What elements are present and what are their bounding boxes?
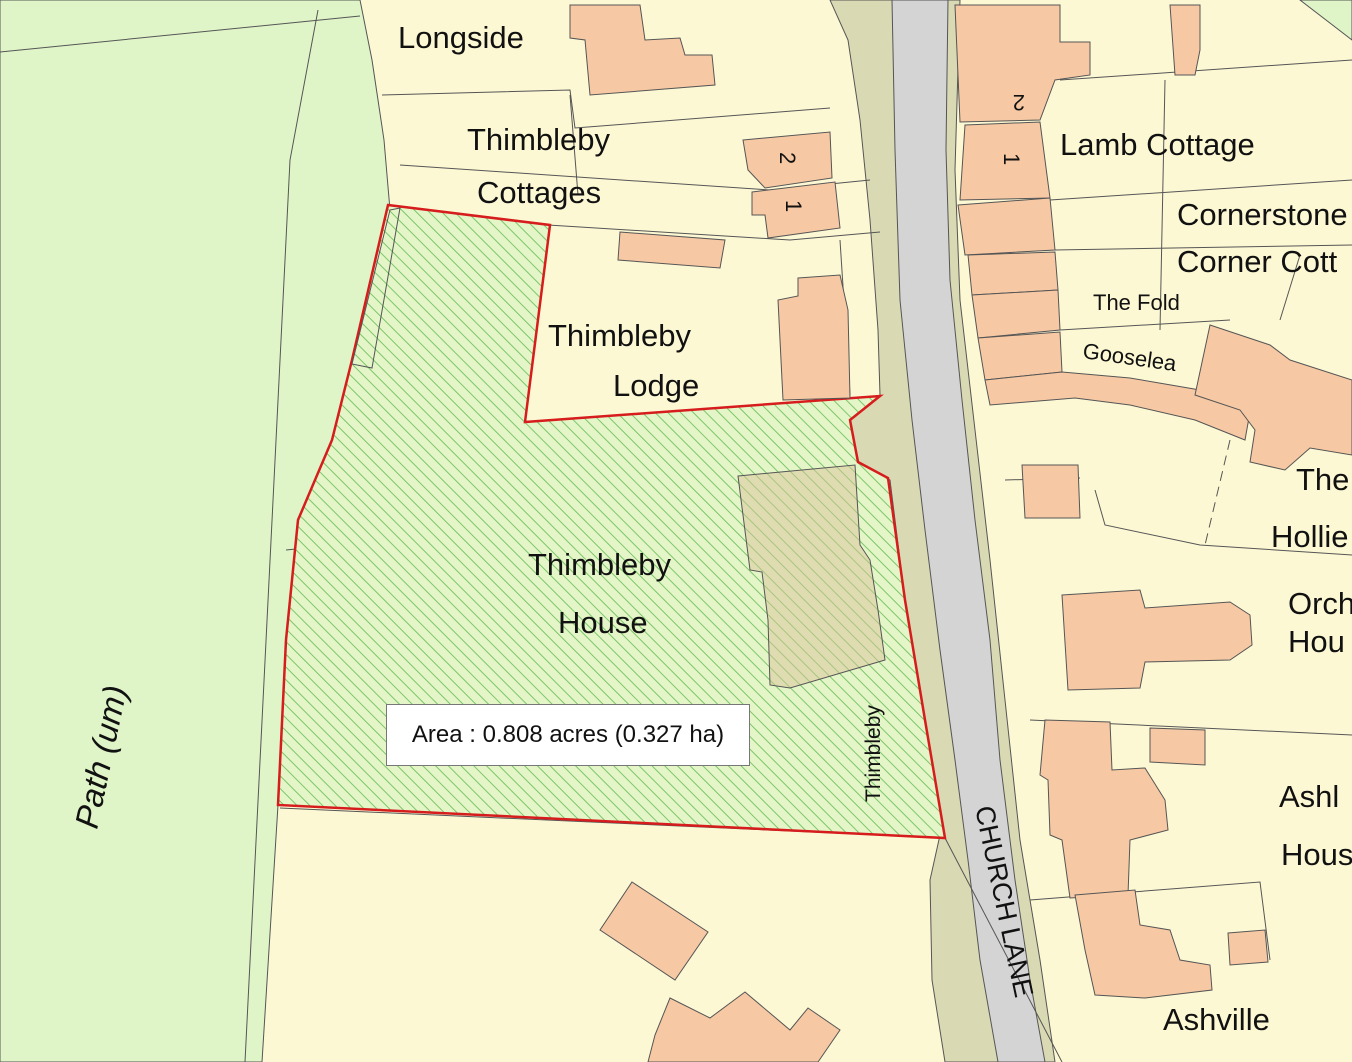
area-measurement-label: Area : 0.808 acres (0.327 ha) [386, 704, 750, 766]
label-thimbleby-lodge-2: Lodge [613, 368, 699, 403]
building-terrace-3 [967, 251, 1059, 296]
area-measurement-text: Area : 0.808 acres (0.327 ha) [411, 721, 725, 748]
building-longside [569, 4, 716, 96]
building-ashley-1 [1039, 719, 1169, 899]
label-the-fold: The Fold [1093, 290, 1180, 315]
label-thimbleby-house-2: House [558, 605, 648, 640]
label-thimbleby-house-1: Thimbleby [528, 547, 671, 582]
building-terrace-top [954, 4, 1091, 123]
label-number-1-terrace: 1 [999, 153, 1024, 165]
boundary-strip [351, 207, 401, 369]
building-ashville [1074, 889, 1213, 999]
thimbleby-house-building [737, 464, 886, 689]
label-thimbleby-cottages-1: Thimbleby [467, 122, 610, 157]
label-number-1-cottage: 1 [781, 200, 806, 212]
label-number-2-cottage: 2 [775, 152, 800, 164]
building-terrace-4 [971, 289, 1061, 339]
building-square-east [1021, 464, 1081, 519]
building-terrace-2 [957, 197, 1056, 256]
church-lane-road [891, 0, 1046, 1062]
building-terrace-5 [977, 331, 1063, 381]
label-thimbleby-vertical: Thimbleby [862, 705, 885, 802]
building-orchard-house [1061, 589, 1253, 691]
label-ashville: Ashville [1163, 1002, 1270, 1037]
building-the-hollies [1194, 324, 1352, 471]
building-cottage-1 [751, 181, 841, 239]
building-ashville-small [1227, 929, 1269, 966]
label-thimbleby-lodge-1: Thimbleby [548, 318, 691, 353]
label-orch: Orch [1288, 586, 1352, 621]
green-corner [1299, 0, 1352, 41]
building-south-1 [599, 881, 709, 981]
building-cottage-2 [742, 131, 833, 189]
label-corner-cott: Corner Cott [1177, 244, 1338, 279]
label-hollies: Hollie [1271, 519, 1349, 554]
label-thimbleby-cottages-2: Cottages [477, 175, 601, 210]
field-top-line [0, 15, 361, 53]
label-longside: Longside [398, 20, 524, 55]
building-outbuilding [617, 231, 726, 269]
building-south-2 [647, 991, 841, 1062]
buildings [569, 4, 1352, 1062]
label-hous: Hous [1281, 837, 1352, 872]
label-number-2-terrace: 2 [1013, 90, 1025, 115]
label-cornerstone: Cornerstone [1177, 197, 1348, 232]
field-boundary-line [244, 9, 319, 1062]
label-the: The [1296, 462, 1349, 497]
label-ashl: Ashl [1279, 779, 1339, 814]
label-hou: Hou [1288, 624, 1345, 659]
building-ashley-2 [1149, 727, 1206, 766]
building-top-right [1169, 4, 1201, 76]
label-lamb-cottage: Lamb Cottage [1060, 127, 1255, 162]
building-thimbleby-lodge [777, 274, 851, 401]
building-gooselea [984, 371, 1251, 441]
